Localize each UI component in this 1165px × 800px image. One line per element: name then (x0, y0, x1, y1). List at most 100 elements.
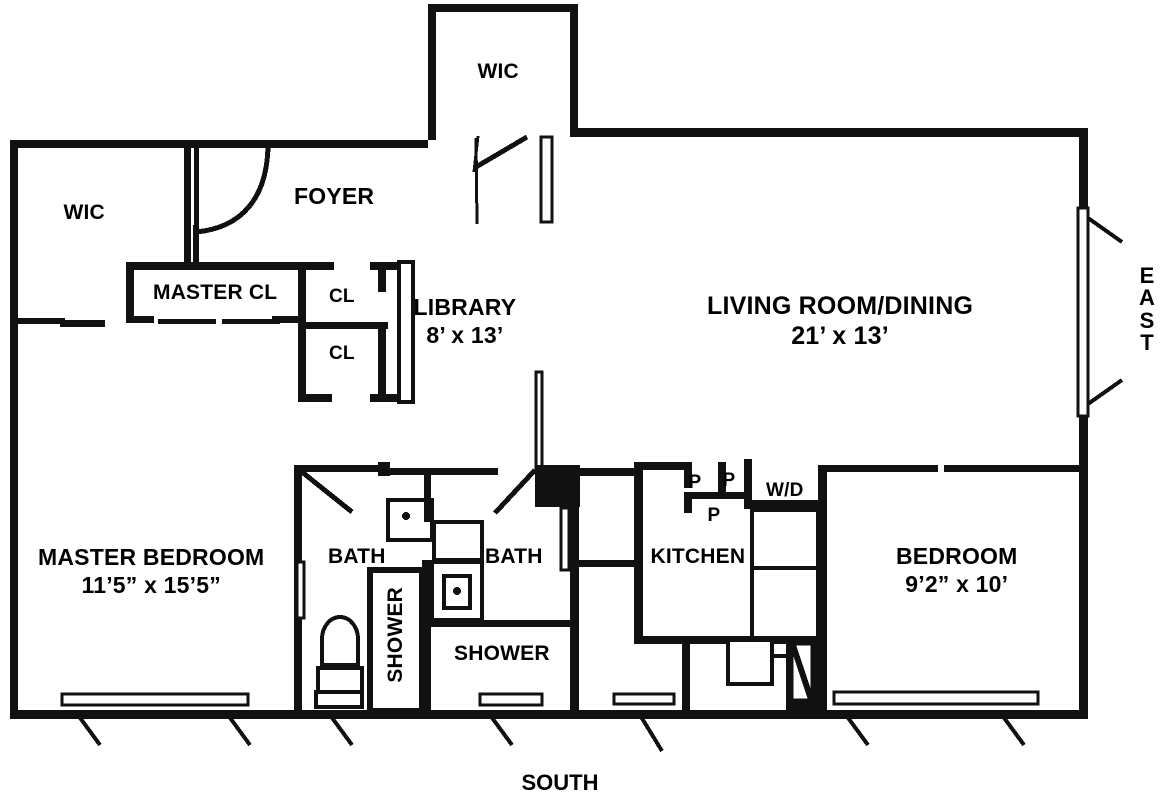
room-name-living-dining: LIVING ROOM/DINING (707, 291, 974, 320)
room-name-shower-master: SHOWER (384, 586, 408, 683)
room-name-bath-hall: BATH (485, 545, 543, 568)
room-label-shower-master: SHOWER (383, 587, 409, 683)
cl-upper-wall-north-a (298, 262, 334, 270)
kitchen-cabinet-upper (750, 508, 820, 572)
cl-closets-walls (298, 262, 400, 402)
cl-wall-east-top (378, 262, 386, 292)
bedroom2-wall-north-a (818, 465, 938, 472)
room-dimension-master-bedroom: 11’5” x 15’5” (81, 572, 221, 599)
exterior-wall-top-right (576, 128, 1088, 137)
room-label-bath-hall: BATH (485, 544, 543, 570)
toilet-fixture (316, 615, 364, 696)
pantry-wall-1 (684, 462, 692, 488)
master-bedroom-door-jamb (295, 560, 306, 620)
wic-top-wall-north (428, 4, 578, 12)
room-name-wic-top: WIC (477, 60, 519, 83)
east-window-marker-top (1086, 216, 1124, 244)
south-window-marker-4 (488, 713, 514, 747)
exterior-wall-west (10, 140, 18, 718)
hall-bath-door-jamb (559, 506, 571, 572)
compass-east-letter-1: A (1139, 285, 1155, 311)
room-dimension-bedroom-2: 9’2” x 10’ (905, 571, 1009, 598)
room-label-pantry-3: P (708, 504, 721, 527)
master-cl-wall-south-a (126, 316, 154, 323)
master-cl-shelf-b (222, 319, 280, 324)
room-label-pantry-2: P (723, 469, 736, 492)
cl-divider-wall (298, 322, 388, 329)
room-name-shower-hall: SHOWER (454, 642, 550, 665)
room-name-pantry-2: P (722, 469, 736, 491)
south-windows (60, 690, 1040, 753)
room-dimension-library: 8’ x 13’ (426, 322, 504, 349)
south-window-master-a (60, 692, 250, 707)
kitchen-wall-corner (634, 462, 643, 484)
east-windows (1076, 206, 1124, 418)
wic-top-door-leaf (539, 135, 554, 224)
master-cl-wall-north (126, 262, 312, 270)
wic-top-wall-east (570, 4, 578, 137)
south-window-shower (478, 692, 544, 707)
bedroom2-wall-north-b (944, 465, 1088, 472)
master-cl-shelf-a (158, 319, 216, 324)
room-name-foyer: FOYER (294, 183, 375, 209)
south-window-marker-3 (328, 713, 354, 747)
room-label-bath-master: BATH (328, 544, 386, 570)
master-cl-wall-south-b (272, 316, 306, 323)
room-name-washer-dryer: W/D (766, 479, 804, 501)
master-bath-wall-east-lower (422, 560, 431, 711)
room-label-cl-upper: CL (329, 285, 355, 308)
compass-east-letter-3: T (1140, 330, 1154, 356)
room-name-library: LIBRARY (413, 294, 517, 320)
laundry-wall-south (744, 500, 818, 509)
room-dimension-living-dining: 21’ x 13’ (791, 322, 889, 350)
exterior-walls (10, 128, 1088, 719)
kitchen-wall-west (634, 476, 643, 636)
library-partition (397, 260, 415, 404)
wic-left-wall-south-b (60, 320, 105, 327)
hall-door-leaf (493, 468, 537, 515)
south-window-marker-7 (1000, 713, 1026, 747)
room-name-pantry-1: P (688, 471, 702, 493)
library-shelf-panel (397, 260, 415, 404)
exterior-wall-east (1079, 128, 1088, 719)
east-window-glazing (1076, 206, 1090, 418)
south-window-marker-6 (844, 713, 870, 747)
east-window-marker-bottom (1086, 378, 1124, 406)
exterior-wall-top-left (10, 140, 268, 148)
hall-bath (422, 478, 639, 711)
foyer-door-swing (193, 142, 271, 265)
pantry-wall-4 (744, 459, 752, 507)
cl-lower-wall-south-b (370, 394, 398, 402)
bedroom2-door-leaf (790, 644, 814, 700)
wic-top-walls (428, 4, 578, 140)
cl-wall-west (298, 262, 306, 402)
kitchen-fixtures (634, 459, 824, 711)
room-label-foyer: FOYER (294, 182, 374, 210)
south-window-marker-1 (76, 713, 102, 747)
room-name-bath-master: BATH (328, 545, 386, 568)
wic-top-door (472, 134, 554, 225)
room-name-bedroom-2: BEDROOM (896, 543, 1018, 569)
room-label-cl-lower: CL (329, 342, 355, 365)
room-label-wic-top: WIC (478, 59, 519, 85)
compass-south-label: SOUTH (521, 770, 599, 795)
master-bath-wall-north-a (294, 465, 384, 472)
kitchen-wall-north-a (580, 468, 642, 476)
master-bath-wall-east-upper (424, 470, 431, 522)
kitchen-wall-north-b (642, 462, 690, 470)
compass-east-letter-2: S (1139, 307, 1155, 333)
compass-east-letter-0: E (1139, 263, 1155, 288)
kitchen-counter-divider (682, 636, 690, 711)
bath-linen-cabinet (432, 520, 484, 562)
bedroom2-wall-west (818, 465, 827, 711)
pantry-wall-3 (718, 462, 726, 494)
wic-left-walls (10, 140, 199, 327)
hall-bath-sink-drain (453, 587, 461, 595)
room-name-cl-lower: CL (329, 342, 355, 364)
hall-bath-wall-east (570, 478, 579, 711)
